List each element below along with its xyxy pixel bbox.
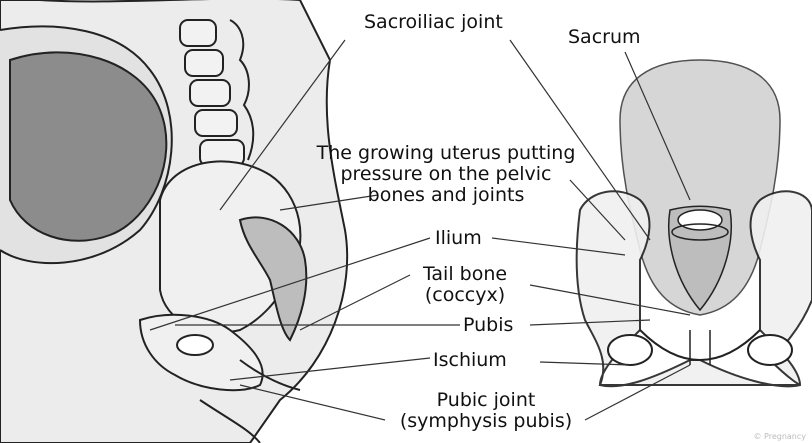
front-view-pelvis [577,60,812,386]
label-tail-bone-line2: (coccyx) [405,285,525,306]
label-sacroiliac-joint: Sacroiliac joint [364,12,503,33]
credit-watermark: © Pregnancy [753,432,806,441]
label-uterus-pressure: The growing uterus putting pressure on t… [296,143,596,206]
label-uterus-pressure-line1: The growing uterus putting [296,143,596,164]
label-pubic-joint-line2: (symphysis pubis) [386,411,586,432]
label-ilium: Ilium [435,228,482,249]
label-ischium: Ischium [433,350,507,371]
side-view-torso [0,0,347,443]
label-sacrum: Sacrum [568,27,641,48]
label-tail-bone: Tail bone (coccyx) [405,264,525,306]
label-uterus-pressure-line3: bones and joints [296,185,596,206]
label-uterus-pressure-line2: pressure on the pelvic [296,164,596,185]
label-pubis: Pubis [463,315,513,336]
label-pubic-joint: Pubic joint (symphysis pubis) [386,390,586,432]
label-pubic-joint-line1: Pubic joint [386,390,586,411]
label-tail-bone-line1: Tail bone [405,264,525,285]
